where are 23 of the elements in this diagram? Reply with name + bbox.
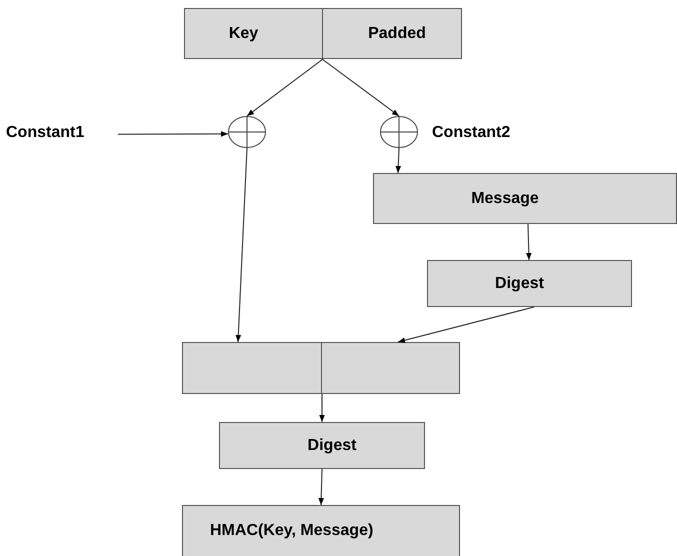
process-box <box>373 173 677 224</box>
node-label: Digest <box>495 274 544 292</box>
arrow <box>246 58 324 116</box>
process-box <box>182 505 460 556</box>
process-box <box>219 422 425 469</box>
process-box <box>427 260 632 307</box>
node-label: HMAC(Key, Message) <box>210 522 374 540</box>
arrow <box>322 58 400 116</box>
arrow <box>526 224 532 260</box>
arrow <box>398 306 534 343</box>
arrow <box>318 468 324 506</box>
node-label: Padded <box>368 24 426 42</box>
arrow <box>236 148 248 342</box>
process-box <box>184 8 323 59</box>
node-label: Digest <box>308 436 356 454</box>
node-label: Message <box>471 190 539 208</box>
constant-label: Constant2 <box>432 124 510 142</box>
arrow <box>118 131 228 137</box>
node-label: Key <box>228 24 258 42</box>
arrow <box>395 148 402 174</box>
arrow <box>319 394 325 422</box>
node-label: Constant1 <box>6 124 84 142</box>
process-box <box>322 8 462 59</box>
